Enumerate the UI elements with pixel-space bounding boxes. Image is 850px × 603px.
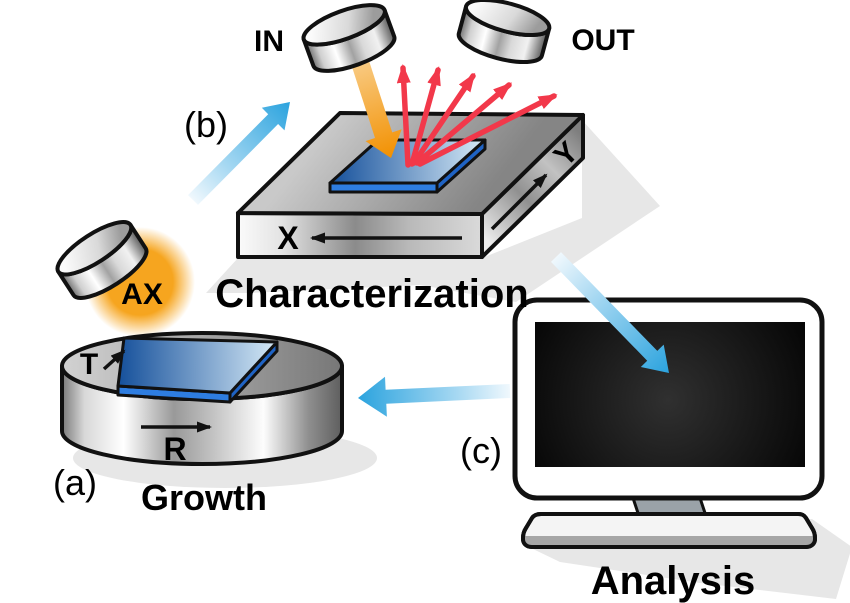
computer-monitor-icon: [512, 297, 825, 549]
beam-out-label: OUT: [571, 24, 634, 57]
reflected-beam-arrow: [417, 93, 558, 167]
tilt-axis-label: T: [80, 348, 98, 381]
workflow-arrow-analysis-to-growth: [358, 376, 511, 417]
reflected-beam-arrow: [409, 66, 441, 167]
panel-label-c: (c): [460, 430, 502, 471]
platform-shadow: [206, 120, 660, 302]
keyboard-base-outline: [521, 512, 817, 549]
tilt-axis-arrow: [102, 349, 126, 371]
keyboard-base-edge: [523, 536, 815, 547]
reflected-beam-arrows: [396, 64, 558, 168]
ax-target-label: AX: [121, 278, 163, 311]
characterization-stage: X Y: [236, 111, 585, 259]
in-target-cylinder-icon: [297, 0, 401, 82]
panel-label-b: (b): [184, 104, 228, 145]
reflected-beam-arrow: [396, 64, 411, 168]
beam-in-label: IN: [254, 25, 284, 58]
reflected-beam-arrow: [411, 72, 476, 166]
analysis-title: Analysis: [591, 559, 756, 603]
incident-beam-arrow: [348, 50, 402, 159]
monitor-screen: [535, 322, 805, 467]
workflow-arrow-characterization-to-analysis: [551, 252, 669, 373]
panel-label-a: (a): [53, 462, 97, 503]
workflow-arrow-growth-to-characterization: [188, 102, 290, 205]
rotation-axis-label: R: [163, 431, 186, 467]
out-target-cylinder-icon: [453, 0, 555, 72]
y-axis-arrow: [490, 173, 548, 231]
growth-title: Growth: [141, 477, 267, 518]
growth-stage-disc: T R: [60, 331, 344, 467]
x-axis-label: X: [277, 220, 299, 256]
characterization-title: Characterization: [215, 272, 528, 316]
reflected-beam-arrow: [414, 82, 513, 166]
wafer-sample-growth: [116, 336, 279, 404]
stage-front-face: [236, 211, 484, 259]
